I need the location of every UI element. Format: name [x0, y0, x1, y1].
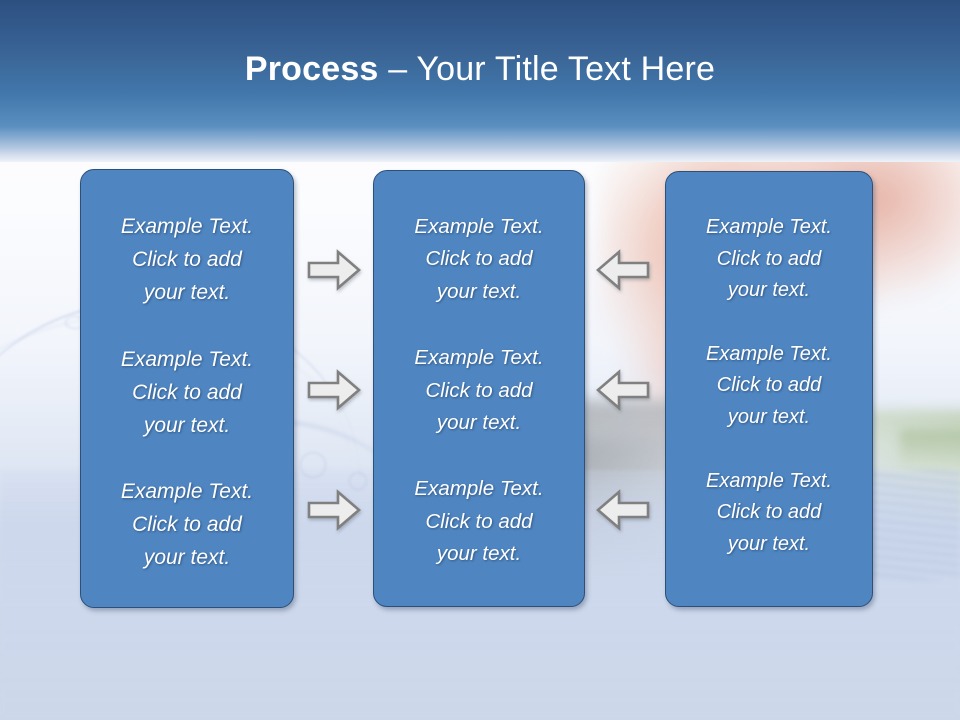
spacer [81, 310, 293, 343]
process-text-right-2[interactable]: Example Text. Click to add your text. [706, 342, 832, 428]
page-title: Process – Your Title Text Here [0, 50, 960, 89]
page-title-rest: – Your Title Text Here [378, 50, 716, 88]
process-text-left-2[interactable]: Example Text. Click to add your text. [120, 347, 254, 437]
process-text-middle-3[interactable]: Example Text. Click to add your text. [414, 477, 544, 565]
spacer [374, 308, 584, 342]
process-box-left[interactable]: Example Text. Click to add your text. Ex… [80, 169, 294, 608]
background-bubble-2 [349, 472, 367, 490]
process-box-right[interactable]: Example Text. Click to add your text. Ex… [665, 171, 873, 607]
arrow-right-icon[interactable] [306, 248, 362, 292]
spacer [666, 434, 872, 466]
spacer [374, 439, 584, 473]
background-bubble-1 [300, 452, 326, 478]
process-text-middle-2[interactable]: Example Text. Click to add your text. [414, 346, 544, 434]
process-box-middle[interactable]: Example Text. Click to add your text. Ex… [373, 170, 585, 607]
process-text-left-3[interactable]: Example Text. Click to add your text. [120, 480, 254, 570]
arrow-right-icon[interactable] [306, 368, 362, 412]
process-text-right-1[interactable]: Example Text. Click to add your text. [706, 216, 832, 302]
spacer [666, 307, 872, 339]
process-text-left-1[interactable]: Example Text. Click to add your text. [120, 215, 254, 305]
spacer [81, 442, 293, 475]
process-text-middle-1[interactable]: Example Text. Click to add your text. [414, 215, 544, 303]
arrow-left-icon[interactable] [595, 368, 651, 412]
title-banner [0, 0, 960, 162]
arrow-left-icon[interactable] [595, 248, 651, 292]
process-text-right-3[interactable]: Example Text. Click to add your text. [706, 469, 832, 555]
arrow-right-icon[interactable] [306, 488, 362, 532]
arrow-left-icon[interactable] [595, 488, 651, 532]
page-title-strong: Process [244, 50, 379, 88]
